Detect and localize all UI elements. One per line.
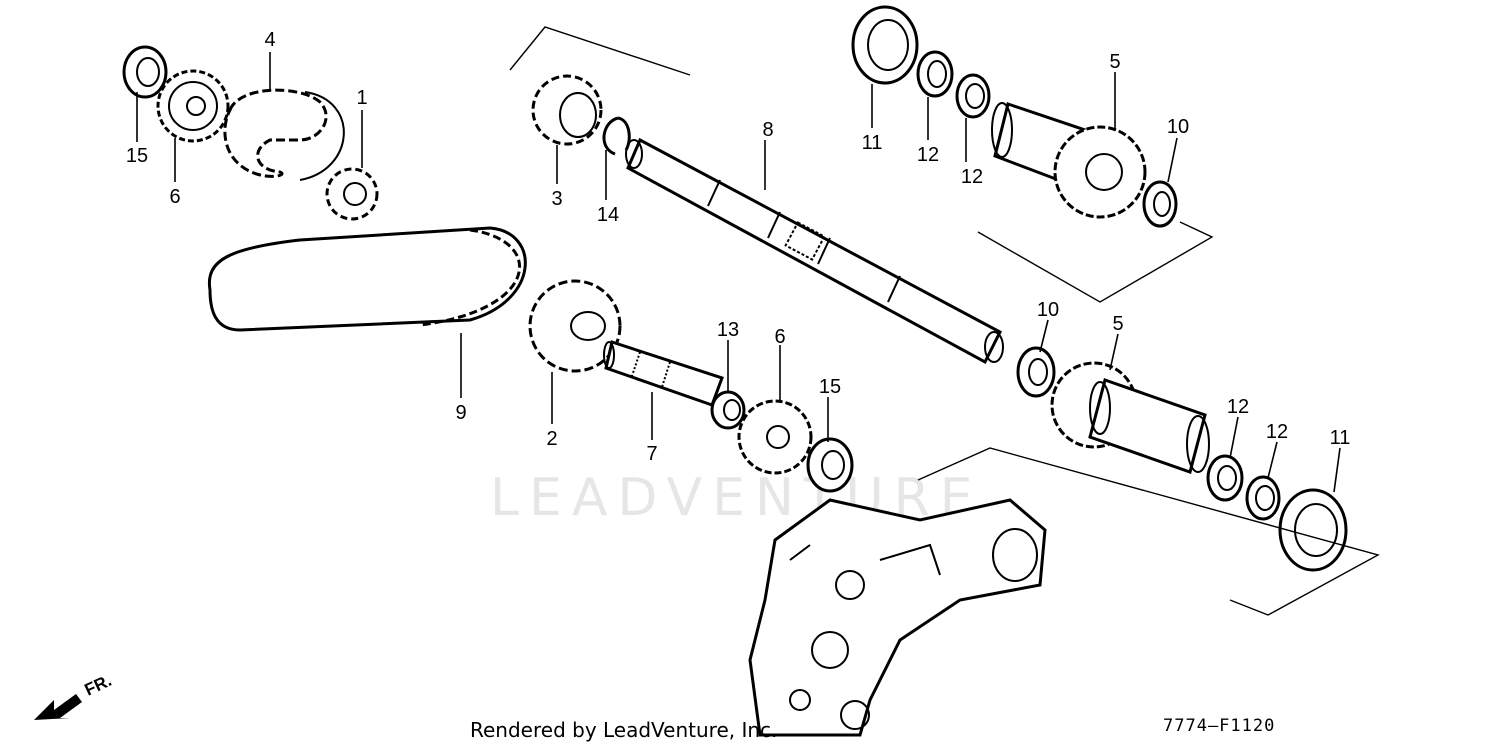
callout-13: 13: [717, 319, 739, 341]
bearing-15-middle[interactable]: [806, 437, 854, 493]
gear-6-middle[interactable]: [737, 399, 813, 475]
front-label: FR.: [82, 672, 115, 700]
callout-2: 2: [546, 428, 557, 450]
countershaft-7[interactable]: [603, 340, 724, 407]
washer-10-bottom[interactable]: [1016, 346, 1056, 398]
callout-11-top: 11: [862, 132, 883, 154]
callout-14: 14: [597, 204, 619, 226]
callout-12-top-a: 12: [917, 144, 939, 166]
callout-5-bottom: 5: [1112, 313, 1123, 335]
callout-8: 8: [762, 119, 773, 141]
callout-6-middle: 6: [774, 326, 785, 348]
final-gear-shaft-5-bottom[interactable]: [1050, 361, 1210, 474]
collar-13[interactable]: [710, 390, 746, 430]
sprocket-1[interactable]: [325, 167, 379, 221]
bearing-11-top[interactable]: [851, 5, 919, 85]
footer-credit: Rendered by LeadVenture, Inc.: [470, 718, 778, 742]
drive-chain-9[interactable]: [207, 226, 527, 332]
callout-3: 3: [551, 188, 562, 210]
seal-12-top-b[interactable]: [955, 73, 991, 119]
main-shaft-8[interactable]: [625, 137, 1004, 365]
bearing-15-top[interactable]: [122, 45, 168, 99]
front-direction-indicator: FR.: [30, 671, 140, 732]
callout-12-bottom-b: 12: [1266, 421, 1288, 443]
front-arrow-icon: FR.: [34, 671, 115, 720]
crankcase-cover[interactable]: [748, 498, 1047, 737]
sprocket-3[interactable]: [531, 74, 603, 146]
washer-10-top[interactable]: [1142, 180, 1178, 228]
callout-7: 7: [646, 443, 657, 465]
seal-12-top-a[interactable]: [916, 50, 954, 98]
callout-15-top: 15: [126, 145, 148, 167]
chain-loop-4[interactable]: [223, 88, 345, 181]
callout-10-top: 10: [1167, 116, 1189, 138]
diagram-code: 7774–F1120: [1163, 716, 1276, 736]
callout-10-bottom: 10: [1037, 299, 1059, 321]
callout-12-top-b: 12: [961, 166, 983, 188]
callout-6-top: 6: [169, 186, 180, 208]
seal-12-bottom-b[interactable]: [1245, 475, 1281, 521]
callout-1: 1: [356, 87, 367, 109]
callout-11-bottom: 11: [1330, 427, 1351, 449]
final-gear-shaft-5-top[interactable]: [991, 102, 1147, 219]
seal-12-bottom-a[interactable]: [1206, 454, 1244, 502]
callout-12-bottom-a: 12: [1227, 396, 1249, 418]
circlip-14[interactable]: [602, 116, 631, 156]
bearing-11-bottom[interactable]: [1278, 488, 1348, 572]
callout-15-middle: 15: [819, 376, 841, 398]
callout-4: 4: [264, 29, 275, 51]
gear-6-top[interactable]: [156, 69, 230, 143]
sprocket-2[interactable]: [528, 279, 622, 373]
callout-9: 9: [455, 402, 466, 424]
callout-5-top: 5: [1109, 51, 1120, 73]
